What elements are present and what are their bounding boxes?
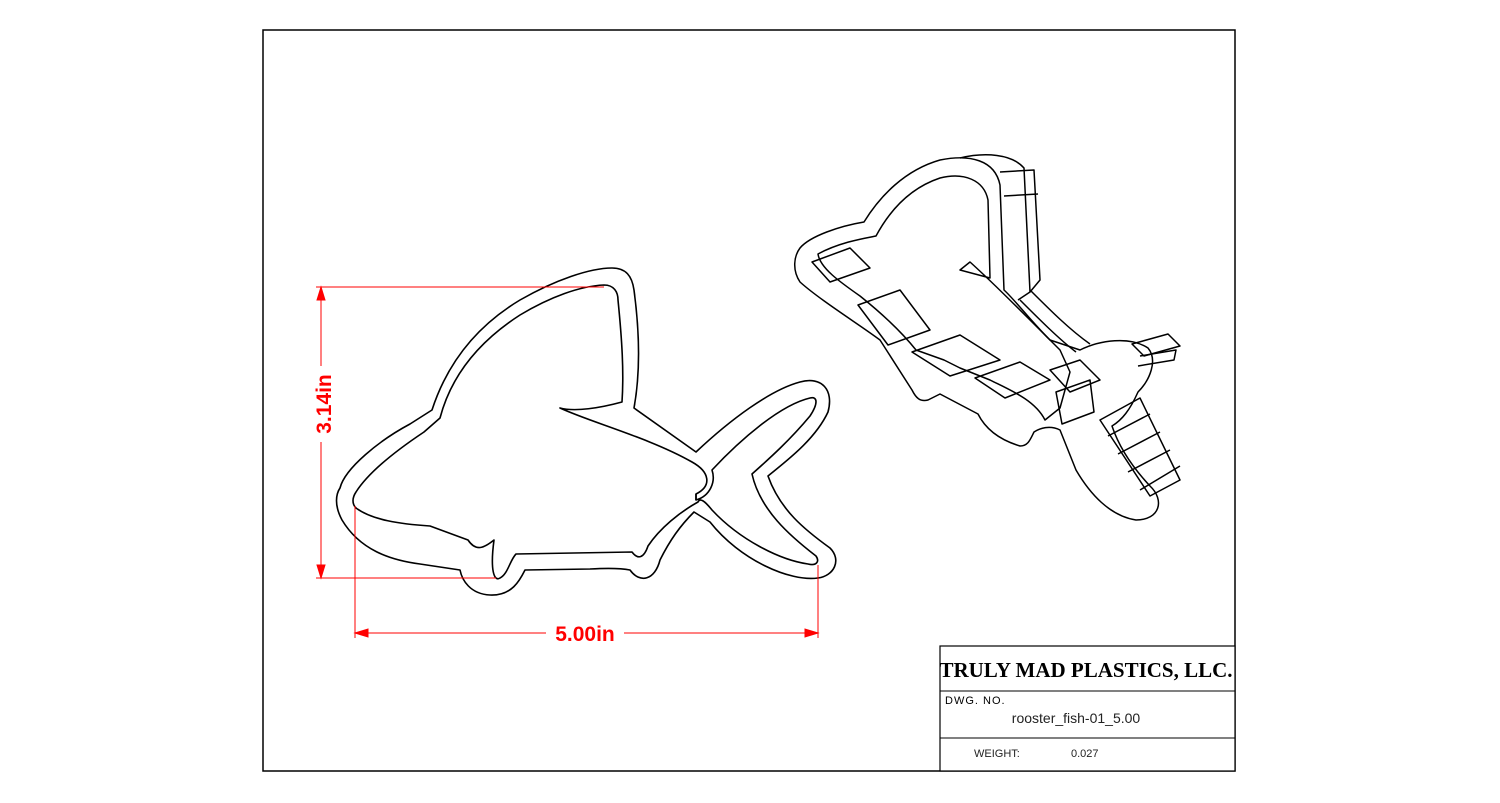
iso-rim-3 — [1003, 193, 1039, 197]
iso-wall-3 — [974, 361, 1051, 399]
fish-outer-contour — [335, 267, 837, 596]
iso-tail-lower-grid-1 — [1107, 413, 1151, 437]
dwg-no-label: DWG. NO. — [945, 695, 1006, 707]
height-arrow-bottom — [316, 564, 326, 580]
iso-tail-upper-2 — [1137, 349, 1177, 367]
dimension-lines — [316, 285, 820, 638]
iso-body-edge — [1019, 299, 1077, 353]
height-arrow-top — [316, 285, 326, 301]
iso-rim-2 — [999, 169, 1041, 293]
iso-tail-lower — [1099, 397, 1181, 497]
iso-joint-2 — [1055, 379, 1095, 425]
title-block-frame — [939, 645, 1236, 772]
iso-wall-4 — [811, 247, 871, 283]
height-dimension-label: 3.14in — [313, 374, 336, 434]
iso-wall-1 — [857, 289, 931, 346]
isometric-view — [794, 154, 1181, 521]
company-name: TRULY MAD PLASTICS, LLC. — [939, 658, 1232, 682]
iso-wall-2 — [911, 334, 1001, 377]
weight-label: WEIGHT: — [974, 748, 1020, 760]
width-arrow-left — [353, 628, 369, 638]
width-label-bg — [546, 621, 624, 645]
width-arrow-right — [804, 628, 820, 638]
iso-tail-upper — [1131, 333, 1181, 357]
height-label-bg — [310, 366, 334, 442]
fish-outline-view — [335, 267, 837, 596]
width-dimension-label: 5.00in — [555, 623, 615, 646]
iso-outer-contour — [794, 157, 1160, 521]
fish-inner-contour — [352, 284, 819, 580]
iso-inner-contour — [817, 175, 1071, 421]
weight-value: 0.027 — [1071, 748, 1099, 760]
dwg-no-value: rooster_fish-01_5.00 — [1012, 710, 1141, 726]
iso-body-edge-2 — [1029, 289, 1091, 345]
title-block: TRULY MAD PLASTICS, LLC. DWG. NO. rooste… — [939, 645, 1236, 772]
iso-tail-lower-grid-4 — [1139, 465, 1181, 491]
sheet-border — [262, 29, 1236, 772]
iso-rim-1 — [959, 154, 1031, 301]
iso-tail-lower-grid-2 — [1117, 431, 1161, 455]
iso-joint — [1049, 359, 1101, 393]
iso-tail-lower-grid-3 — [1127, 449, 1171, 473]
